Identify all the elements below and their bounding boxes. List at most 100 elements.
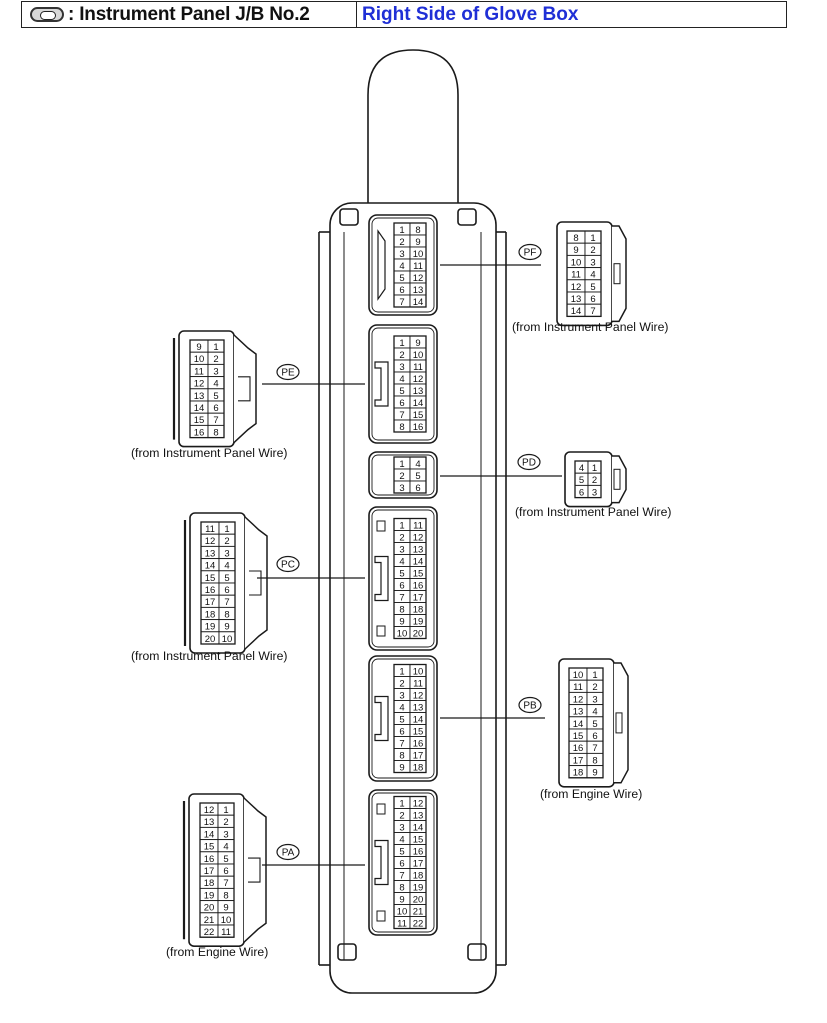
pin-number: 12 — [204, 805, 215, 816]
pin-number: 3 — [399, 362, 404, 373]
pin-number: 6 — [415, 483, 420, 494]
pin-number: 13 — [413, 285, 424, 296]
connector-code: PB — [523, 701, 537, 712]
pin-number: 22 — [204, 927, 215, 938]
latch-tab — [248, 857, 261, 883]
pin-number: 16 — [413, 422, 424, 433]
pin-number: 15 — [413, 410, 424, 421]
pin-number: 4 — [399, 702, 404, 713]
pin-number: 3 — [592, 694, 597, 705]
pin-number: 1 — [592, 670, 597, 681]
pin-number: 8 — [573, 233, 578, 244]
pin-number: 1 — [590, 233, 595, 244]
pin-number: 3 — [223, 829, 228, 840]
jb-top-slot-right — [457, 208, 477, 226]
header-bar: : Instrument Panel J/B No.2 Right Side o… — [21, 1, 787, 28]
pin-number: 20 — [413, 628, 424, 639]
pin-number: 11 — [205, 524, 215, 535]
pin-number: 5 — [399, 568, 404, 579]
pin-number: 8 — [213, 427, 218, 438]
pin-number: 4 — [223, 842, 228, 853]
pin-number: 10 — [413, 249, 424, 260]
pin-number: 9 — [196, 342, 201, 353]
pin-number: 11 — [221, 927, 231, 938]
pin-number: 20 — [205, 634, 216, 645]
pin-number: 4 — [399, 374, 404, 385]
pin-number: 5 — [223, 854, 228, 865]
pin-number: 6 — [399, 726, 404, 737]
pin-number: 12 — [571, 282, 582, 293]
pin-number: 9 — [399, 762, 404, 773]
pin-number: 5 — [399, 273, 404, 284]
connector-code: PA — [282, 848, 295, 859]
pin-number: 8 — [223, 890, 228, 901]
pin-number: 3 — [399, 690, 404, 701]
pin-number: 2 — [399, 237, 404, 248]
pin-number: 11 — [194, 366, 204, 377]
pin-number: 12 — [413, 798, 424, 809]
pin-number: 18 — [413, 604, 424, 615]
pin-number: 14 — [571, 306, 582, 317]
connector-code-oval — [276, 363, 300, 381]
pin-number: 4 — [415, 459, 420, 470]
pin-number: 10 — [413, 666, 424, 677]
pin-number: 11 — [573, 682, 583, 693]
pin-number: 5 — [224, 573, 229, 584]
pin-number: 9 — [224, 622, 229, 633]
pin-number: 5 — [399, 846, 404, 857]
pin-number: 6 — [224, 585, 229, 596]
socket-inner-frame — [371, 327, 435, 441]
pin-number: 1 — [399, 798, 404, 809]
pin-number: 7 — [592, 743, 597, 754]
socket-latch — [377, 229, 386, 301]
header-location: Right Side of Glove Box — [362, 4, 579, 25]
pin-number: 4 — [399, 556, 404, 567]
connector-code: PE — [281, 368, 295, 379]
pin-number: 9 — [399, 616, 404, 627]
pin-number: 19 — [204, 890, 215, 901]
pb-socket-grid — [393, 663, 427, 774]
pin-number: 3 — [399, 483, 404, 494]
pin-number: 1 — [399, 338, 404, 349]
pin-number: 13 — [413, 544, 424, 555]
pin-number: 12 — [205, 536, 216, 547]
pin-number: 19 — [413, 616, 424, 627]
pin-number: 17 — [573, 755, 584, 766]
pin-number: 16 — [413, 738, 424, 749]
pin-number: 12 — [413, 273, 424, 284]
pin-number: 5 — [399, 386, 404, 397]
connector-pf-grid — [566, 230, 602, 318]
pin-number: 6 — [579, 487, 584, 498]
pin-number: 4 — [399, 834, 404, 845]
pin-number: 11 — [413, 520, 423, 531]
pin-number: 6 — [399, 398, 404, 409]
latch-tab — [249, 570, 262, 596]
pin-number: 14 — [194, 403, 205, 414]
connector-code: PC — [281, 560, 295, 571]
pin-number: 14 — [413, 822, 424, 833]
pin-number: 9 — [415, 338, 420, 349]
pin-number: 3 — [592, 487, 597, 498]
connector-pb-grid — [568, 667, 604, 779]
pin-number: 14 — [204, 829, 215, 840]
pin-number: 6 — [399, 285, 404, 296]
pin-number: 1 — [399, 225, 404, 236]
pin-number: 2 — [399, 471, 404, 482]
pin-number: 8 — [415, 225, 420, 236]
pf-socket-grid — [393, 222, 427, 308]
jb-bottom-slot-left — [337, 943, 357, 961]
pin-number: 7 — [399, 410, 404, 421]
pin-number: 14 — [413, 556, 424, 567]
pin-number: 16 — [413, 846, 424, 857]
pin-number: 12 — [413, 532, 424, 543]
pin-number: 18 — [204, 878, 215, 889]
socket-key — [376, 625, 386, 637]
pin-number: 11 — [413, 362, 423, 373]
pin-number: 15 — [413, 568, 424, 579]
pin-number: 15 — [194, 415, 205, 426]
